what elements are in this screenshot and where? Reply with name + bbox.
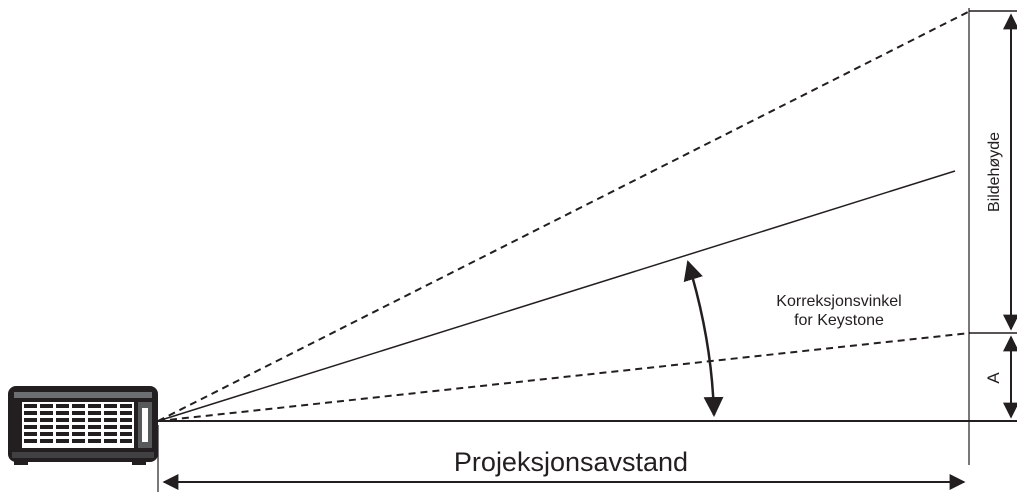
center-projection-ray [157, 170, 956, 422]
keystone-angle-arrow [683, 260, 724, 417]
keystone-label-line2: for Keystone [794, 312, 884, 329]
keystone-label-line1: Korreksjonsvinkel [776, 293, 901, 310]
projection-distance-label: Projeksjonsavstand [454, 447, 688, 477]
image-height-label: Bildehøyde [986, 132, 1003, 212]
upper-projection-ray [157, 10, 971, 422]
lower-projection-ray [157, 332, 971, 422]
offset-a-label: A [984, 372, 1003, 384]
projector-icon [8, 386, 158, 465]
